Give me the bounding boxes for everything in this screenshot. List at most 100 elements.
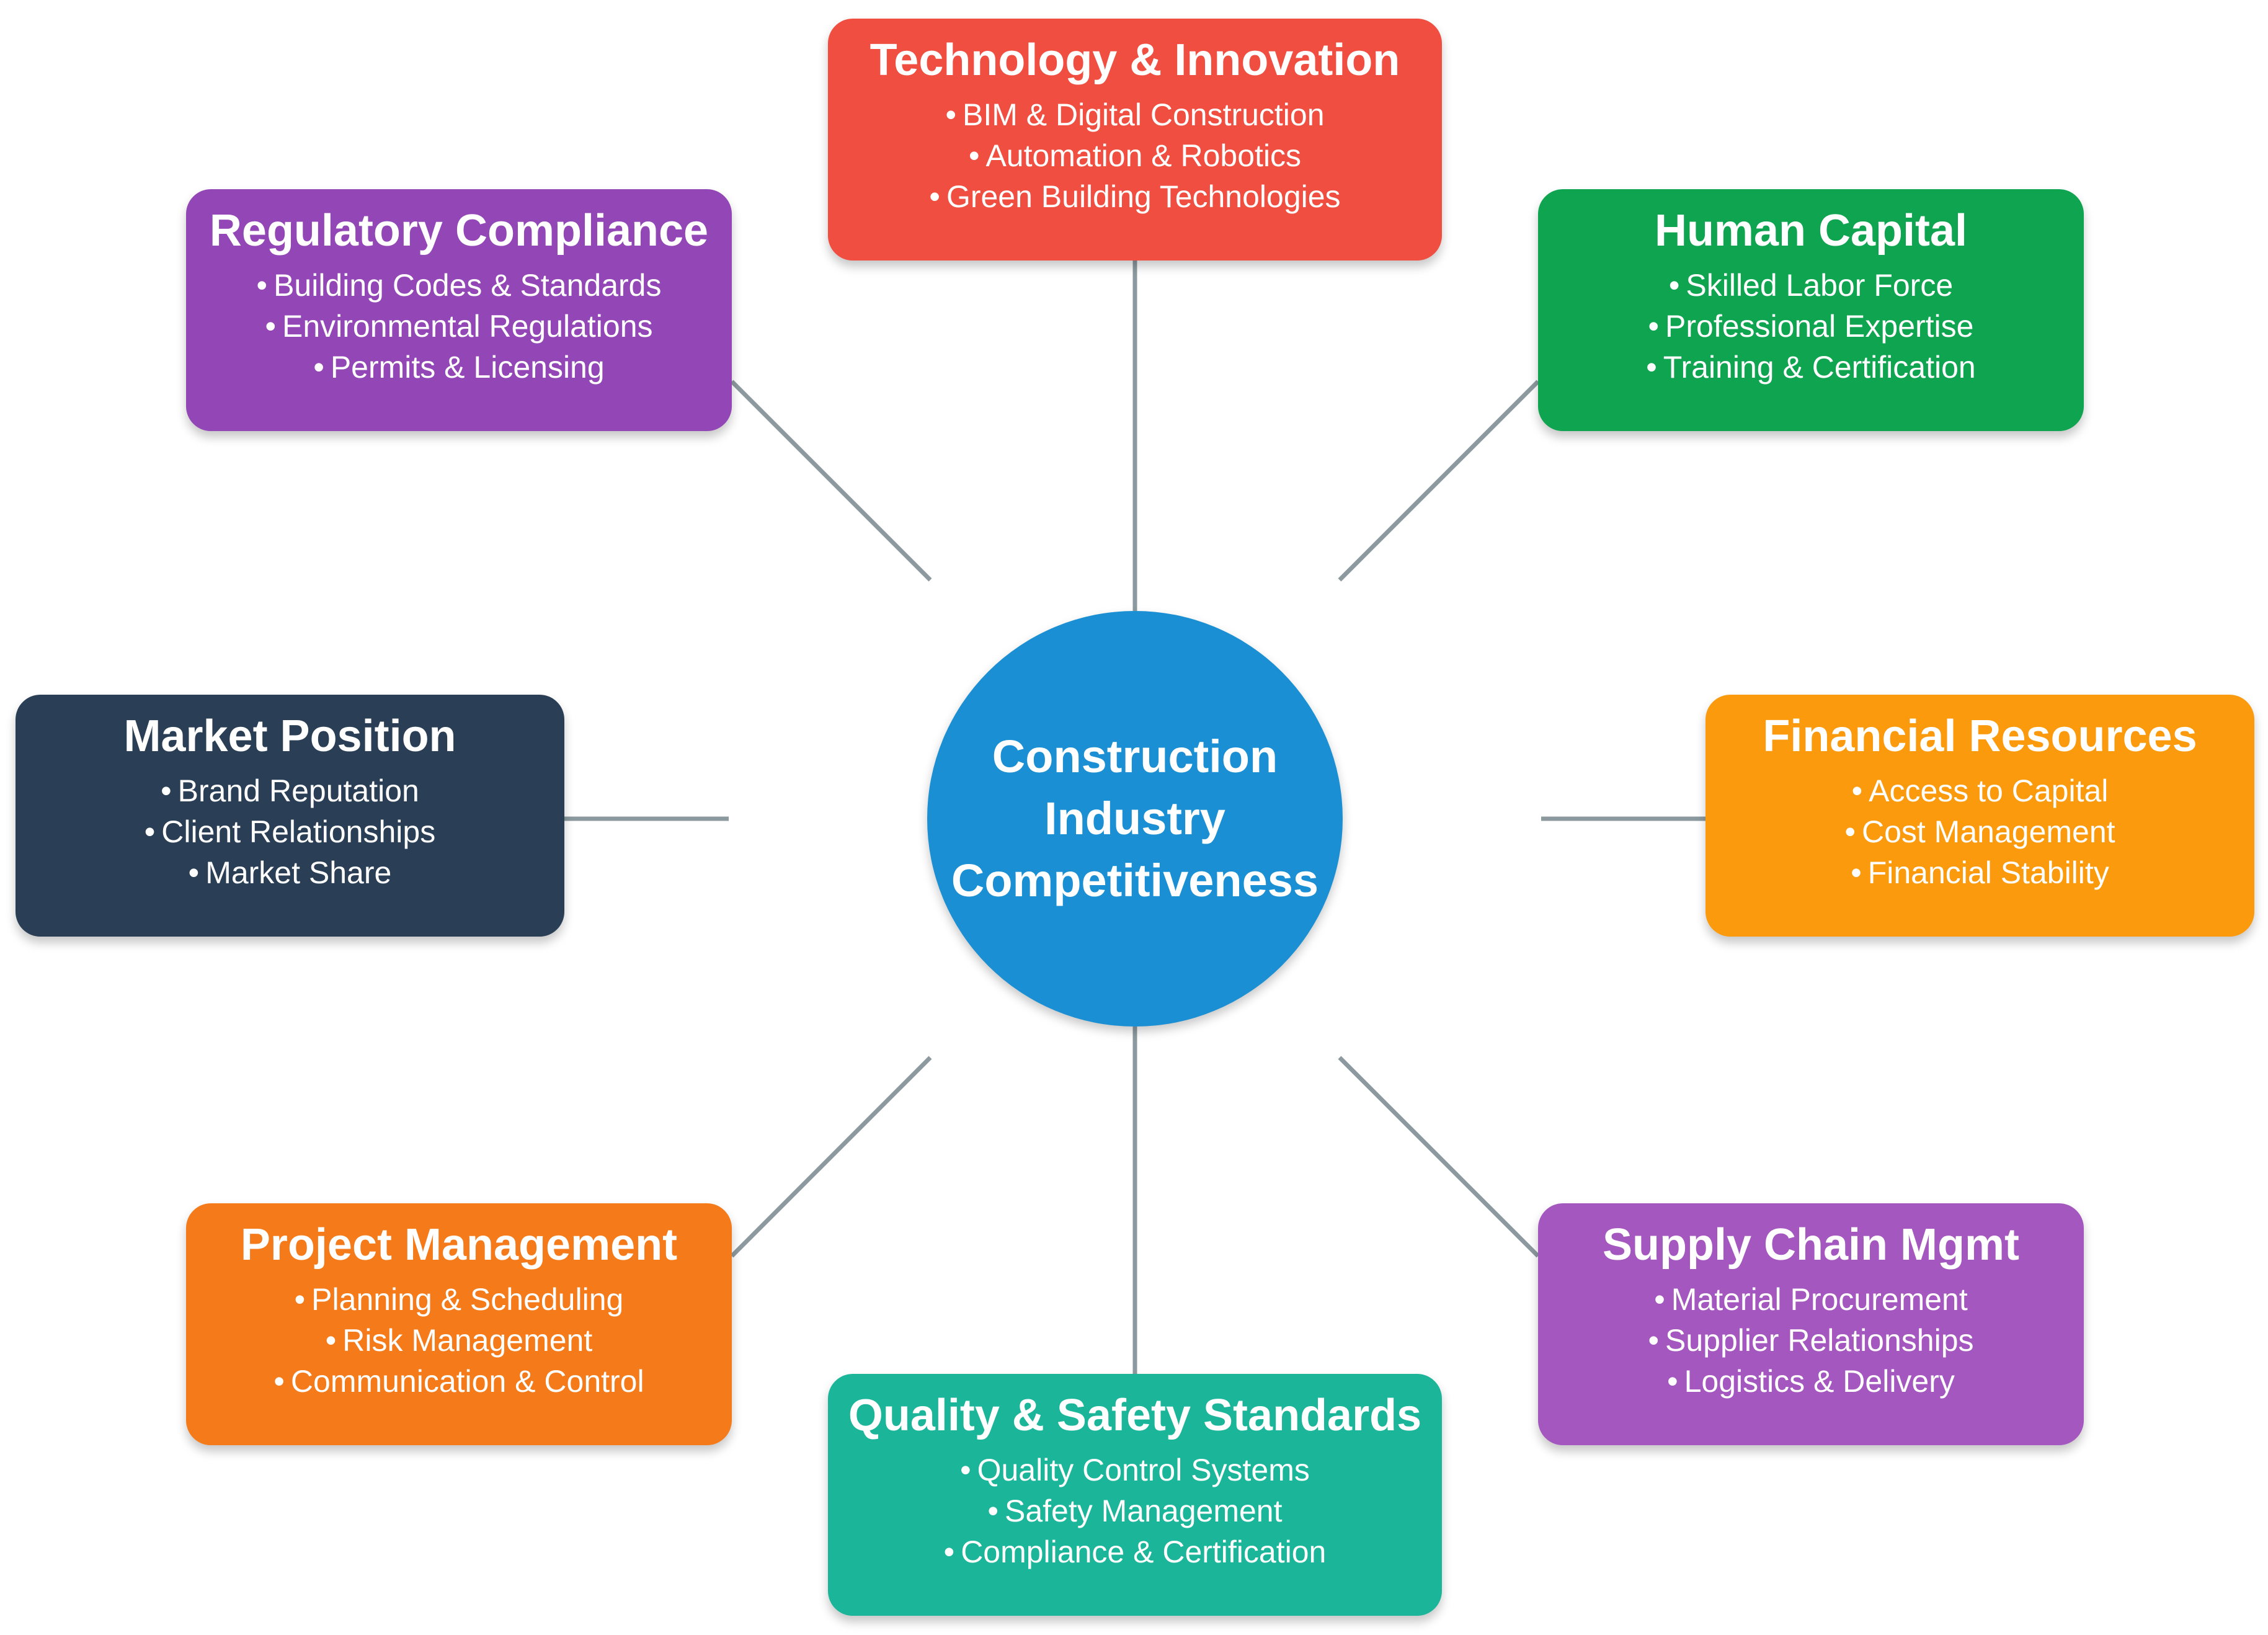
node-item-list: •Access to Capital •Cost Management •Fin… — [1705, 770, 2254, 893]
bullet-icon: • — [945, 97, 956, 132]
node-title: Financial Resources — [1763, 711, 2197, 761]
node-title: Supply Chain Mgmt — [1603, 1220, 2019, 1270]
bullet-icon: • — [987, 1494, 998, 1528]
node-item-label: Environmental Regulations — [282, 309, 653, 344]
node-item: •Permits & Licensing — [186, 347, 732, 388]
node-item: •Risk Management — [186, 1320, 732, 1361]
node-item: •BIM & Digital Construction — [828, 94, 1442, 135]
node-item: •Brand Reputation — [16, 770, 564, 811]
node-item-label: Building Codes & Standards — [273, 268, 662, 303]
node-supply-chain-mgmt: Supply Chain Mgmt •Material Procurement … — [1538, 1203, 2084, 1445]
node-item-label: Permits & Licensing — [330, 350, 605, 385]
bullet-icon: • — [1646, 350, 1657, 385]
bullet-icon: • — [960, 1453, 971, 1487]
node-item: •Compliance & Certification — [828, 1531, 1442, 1572]
connector-human — [1338, 380, 1540, 582]
node-item-label: Cost Management — [1861, 814, 2115, 849]
node-item: •Green Building Technologies — [828, 176, 1442, 217]
node-item: •Building Codes & Standards — [186, 265, 732, 306]
bullet-icon: • — [265, 309, 276, 344]
node-item: •Training & Certification — [1538, 347, 2084, 388]
node-item-list: •Planning & Scheduling •Risk Management … — [186, 1279, 732, 1402]
node-item-label: Professional Expertise — [1665, 309, 1974, 344]
node-title: Project Management — [240, 1220, 678, 1270]
node-project-management: Project Management •Planning & Schedulin… — [186, 1203, 732, 1445]
node-item-label: Training & Certification — [1663, 350, 1976, 385]
node-quality-safety-standards: Quality & Safety Standards •Quality Cont… — [828, 1374, 1442, 1616]
bullet-icon: • — [256, 268, 268, 303]
central-hub: Construction Industry Competitiveness — [927, 611, 1343, 1027]
bullet-icon: • — [929, 179, 940, 214]
bullet-icon: • — [943, 1535, 955, 1569]
node-item-label: Access to Capital — [1869, 773, 2109, 808]
node-item-list: •Quality Control Systems •Safety Managem… — [828, 1450, 1442, 1572]
node-item: •Communication & Control — [186, 1361, 732, 1402]
bullet-icon: • — [1851, 773, 1863, 808]
node-item-label: Compliance & Certification — [961, 1535, 1327, 1569]
node-human-capital: Human Capital •Skilled Labor Force •Prof… — [1538, 189, 2084, 431]
node-technology-innovation: Technology & Innovation •BIM & Digital C… — [828, 19, 1442, 261]
node-item-label: Supplier Relationships — [1665, 1323, 1974, 1358]
node-item: •Skilled Labor Force — [1538, 265, 2084, 306]
node-item: •Safety Management — [828, 1490, 1442, 1531]
node-title: Technology & Innovation — [869, 35, 1400, 85]
node-item-label: Risk Management — [342, 1323, 593, 1358]
bullet-icon: • — [968, 138, 980, 173]
node-item-label: Communication & Control — [290, 1364, 644, 1399]
node-item-list: •BIM & Digital Construction •Automation … — [828, 94, 1442, 217]
node-title: Human Capital — [1654, 206, 1968, 256]
node-item-list: •Building Codes & Standards •Environment… — [186, 265, 732, 388]
node-item-label: Automation & Robotics — [985, 138, 1302, 173]
bullet-icon: • — [1654, 1282, 1665, 1317]
connector-supply — [1338, 1056, 1540, 1258]
node-title: Market Position — [123, 711, 456, 761]
bullet-icon: • — [273, 1364, 285, 1399]
node-item-list: •Skilled Labor Force •Professional Exper… — [1538, 265, 2084, 388]
node-item: •Planning & Scheduling — [186, 1279, 732, 1320]
node-item-label: Quality Control Systems — [977, 1453, 1310, 1487]
connector-regulatory — [730, 380, 932, 582]
node-item: •Cost Management — [1705, 811, 2254, 852]
bullet-icon: • — [1851, 855, 1862, 890]
bullet-icon: • — [313, 350, 324, 385]
node-item-label: Client Relationships — [161, 814, 436, 849]
bullet-icon: • — [294, 1282, 306, 1317]
node-item: •Client Relationships — [16, 811, 564, 852]
node-item-list: •Material Procurement •Supplier Relation… — [1538, 1279, 2084, 1402]
node-item: •Material Procurement — [1538, 1279, 2084, 1320]
node-regulatory-compliance: Regulatory Compliance •Building Codes & … — [186, 189, 732, 431]
node-item: •Quality Control Systems — [828, 1450, 1442, 1490]
connector-project — [730, 1056, 932, 1258]
bullet-icon: • — [1648, 1323, 1659, 1358]
node-item-label: Safety Management — [1005, 1494, 1283, 1528]
node-item: •Logistics & Delivery — [1538, 1361, 2084, 1402]
node-item: •Automation & Robotics — [828, 135, 1442, 176]
node-item-label: BIM & Digital Construction — [962, 97, 1325, 132]
hub-title: Construction Industry Competitiveness — [951, 731, 1319, 906]
node-item-label: Skilled Labor Force — [1686, 268, 1954, 303]
node-item: •Financial Stability — [1705, 852, 2254, 893]
node-title: Quality & Safety Standards — [848, 1391, 1422, 1440]
bullet-icon: • — [1844, 814, 1856, 849]
node-item-label: Material Procurement — [1671, 1282, 1968, 1317]
node-financial-resources: Financial Resources •Access to Capital •… — [1705, 695, 2254, 937]
bullet-icon: • — [144, 814, 156, 849]
node-item: •Environmental Regulations — [186, 306, 732, 347]
node-item: •Professional Expertise — [1538, 306, 2084, 347]
node-item-label: Planning & Scheduling — [311, 1282, 624, 1317]
bullet-icon: • — [325, 1323, 337, 1358]
node-market-position: Market Position •Brand Reputation •Clien… — [16, 695, 564, 937]
node-title: Regulatory Compliance — [209, 206, 709, 256]
node-item-list: •Brand Reputation •Client Relationships … — [16, 770, 564, 893]
node-item: •Access to Capital — [1705, 770, 2254, 811]
node-item-label: Financial Stability — [1867, 855, 2109, 890]
bullet-icon: • — [1667, 1364, 1678, 1399]
bullet-icon: • — [1648, 309, 1660, 344]
node-item-label: Green Building Technologies — [946, 179, 1341, 214]
node-item-label: Market Share — [205, 855, 392, 890]
node-item-label: Brand Reputation — [177, 773, 419, 808]
bullet-icon: • — [188, 855, 200, 890]
node-item: •Supplier Relationships — [1538, 1320, 2084, 1361]
node-item-label: Logistics & Delivery — [1684, 1364, 1955, 1399]
